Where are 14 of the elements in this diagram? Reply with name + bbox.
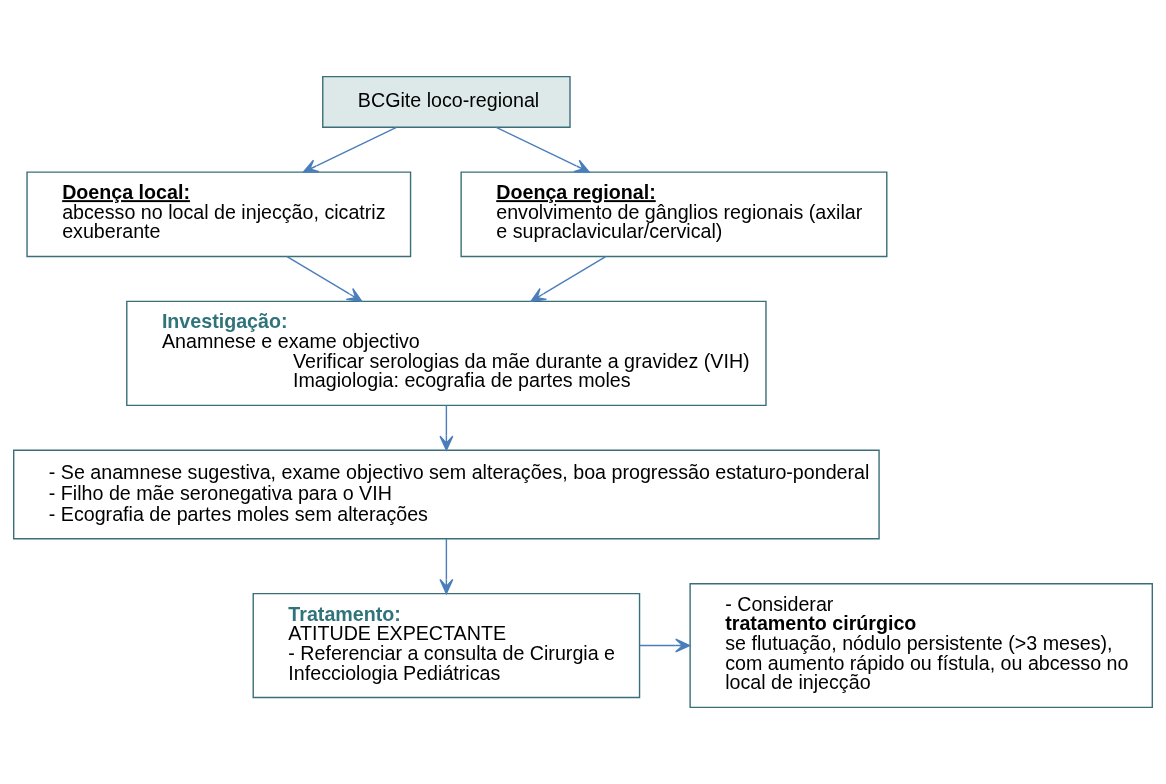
node-box: Doença local: abcesso no local de injecção, cicatriz exuberante <box>26 171 412 258</box>
node-box: BCGite loco-regional <box>322 75 571 128</box>
node-box: Investigação: Anamnese e exame objectivo Verificar serologias da mãe durante a gravidez (VIH) Imagiologia: ecografia de partes moles <box>126 300 767 407</box>
arrow <box>530 255 607 302</box>
arrow <box>439 538 454 595</box>
node-box: Tratamento: ATITUDE EXPECTANTE - Referenciar a consulta de Cirurgia e Infecciologia Pediátricas <box>252 592 641 699</box>
arrow <box>495 126 590 173</box>
arrow <box>439 404 454 451</box>
node-box: Doença regional: envolvimento de gânglios regionais (axilar e supraclavicular/cervical) <box>460 171 888 258</box>
node-box: - Considerar tratamento cirúrgico se flutuação, nódulo persistente (>3 meses), com aumento rápido ou fístula, ou abcesso no local de injecção <box>689 583 1153 709</box>
node-box: - Se anamnese sugestiva, exame objectivo sem alterações, boa progressão estaturo-ponderal - Filho de mãe seronegativa para o VIH - Ecografia de partes moles sem alterações <box>13 449 880 540</box>
arrow <box>639 638 691 653</box>
arrow <box>286 255 363 302</box>
arrow <box>302 126 398 173</box>
